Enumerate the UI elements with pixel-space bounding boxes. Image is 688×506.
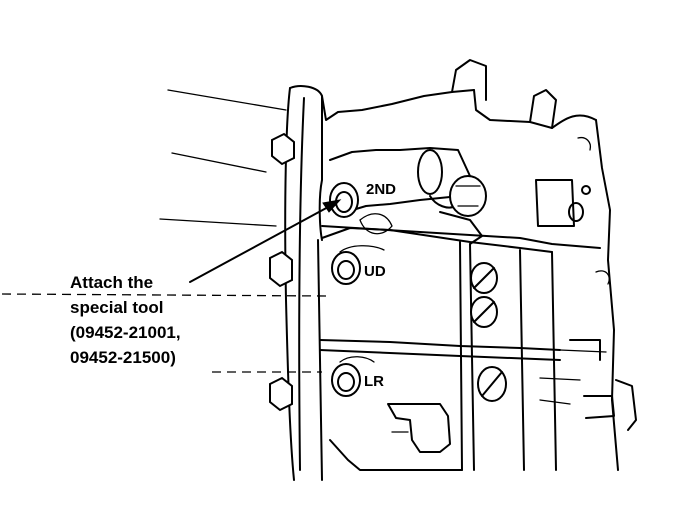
side-bolts <box>269 132 295 412</box>
port-label-2nd: 2ND <box>366 181 396 198</box>
slotted-plugs <box>470 262 507 402</box>
callout-line-4: 09452-21500) <box>70 348 176 367</box>
port-lr: LR <box>331 356 384 397</box>
leader-lines-left <box>1 89 327 373</box>
port-ud: UD <box>331 245 386 285</box>
upper-port-region <box>329 147 487 245</box>
callout-arrow <box>189 199 342 283</box>
callout-line-2: special tool <box>70 298 164 317</box>
callout-line-3: (09452-21001, <box>70 323 181 342</box>
valve-plate <box>319 225 637 471</box>
callout-line-1: Attach the <box>70 273 153 292</box>
callout-text: Attach the special tool (09452-21001, 09… <box>70 273 181 367</box>
port-2nd: 2ND <box>329 181 396 218</box>
case-body <box>284 59 619 481</box>
port-label-lr: LR <box>364 373 384 390</box>
port-label-ud: UD <box>364 263 386 280</box>
